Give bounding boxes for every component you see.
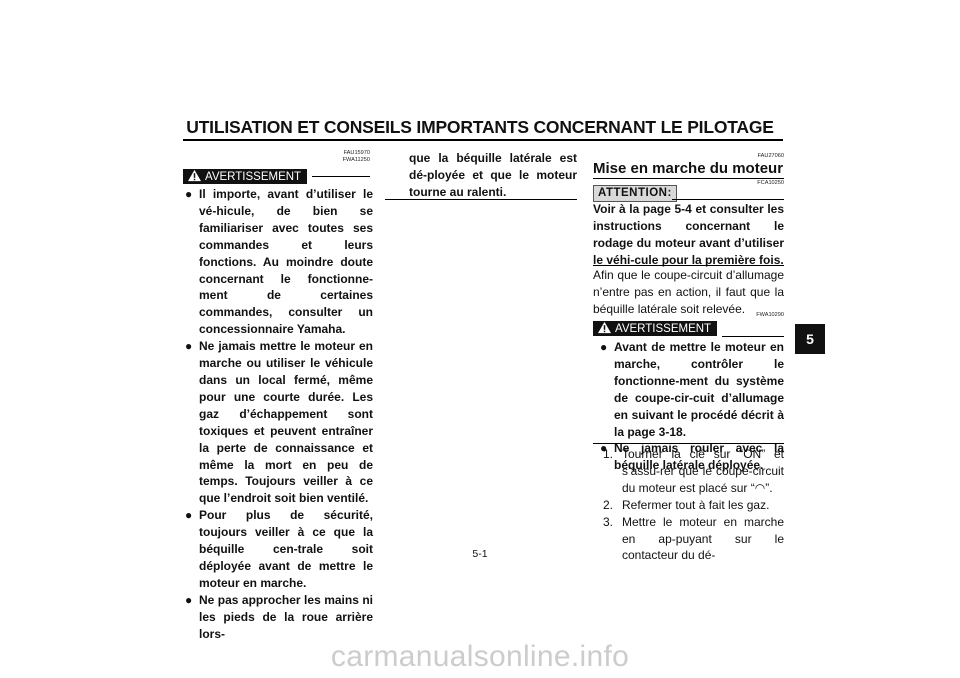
- warning-bullet: ●Ne jamais mettre le moteur en marche ou…: [185, 339, 373, 506]
- warning-bullet: ●Pour plus de sécurité, toujours veiller…: [185, 508, 373, 590]
- warning-2-end-rule: [593, 443, 784, 444]
- bullet-icon: ●: [600, 340, 608, 354]
- reference-code: FAU15970 FWA11250: [300, 150, 370, 164]
- column-1-warning-list: ●Il importe, avant d’utiliser le vé-hicu…: [183, 186, 373, 642]
- attention-rule: [672, 199, 784, 200]
- side-stand-paragraph: Afin que le coupe-circuit d’allumage n’e…: [593, 268, 784, 316]
- warning-triangle-icon: [598, 321, 611, 334]
- warning-bullet: ●Ne pas approcher les mains ni les pieds…: [185, 592, 373, 641]
- warning-bullet: ●Avant de mettre le moteur en marche, co…: [600, 340, 784, 439]
- column-2-continuation: que la béquille latérale est dé-ployée e…: [409, 151, 577, 199]
- bullet-icon: ●: [600, 441, 608, 456]
- step-number: 3.: [603, 514, 614, 529]
- warning-rule: [312, 176, 370, 177]
- title-rule: [183, 139, 783, 141]
- step-item: 1.Tourner la clé sur “ON” et s’assu-rer …: [603, 447, 784, 495]
- step-item: 3.Mettre le moteur en marche en ap-puyan…: [603, 514, 784, 563]
- bullet-icon: ●: [185, 187, 193, 201]
- warning-badge-2: AVERTISSEMENT: [593, 321, 718, 336]
- warning-label: AVERTISSEMENT: [615, 323, 712, 335]
- start-steps-list: 1.Tourner la clé sur “ON” et s’assu-rer …: [603, 446, 784, 564]
- page-number: 5-1: [472, 548, 488, 560]
- engine-stop-run-icon: ◠: [754, 480, 766, 495]
- page-title: UTILISATION ET CONSEILS IMPORTANTS CONCE…: [186, 117, 774, 137]
- warning-label: AVERTISSEMENT: [205, 171, 302, 183]
- heading-rule: [593, 178, 784, 179]
- bullet-icon: ●: [185, 339, 193, 354]
- warning-rule-2: [722, 336, 784, 337]
- bullet-icon: ●: [185, 508, 193, 523]
- attention-badge: ATTENTION:: [593, 185, 677, 202]
- step-number: 1.: [603, 447, 614, 461]
- column-3-warning-list: ●Avant de mettre le moteur en marche, co…: [598, 339, 784, 474]
- bullet-icon: ●: [185, 592, 193, 607]
- chapter-tab: 5: [795, 324, 825, 354]
- warning-end-rule: [385, 199, 577, 200]
- warning-badge: AVERTISSEMENT: [183, 169, 308, 184]
- warning-bullet: ●Il importe, avant d’utiliser le vé-hicu…: [185, 187, 373, 337]
- code-fca10250: FCA10250: [757, 180, 784, 186]
- warning-bullet: ●Ne jamais rouler avec la béquille latér…: [600, 441, 784, 473]
- step-number: 2.: [603, 497, 614, 512]
- step-item: 2.Refermer tout à fait les gaz.: [603, 497, 770, 512]
- code-fau15970: FAU15970: [343, 150, 370, 156]
- attention-end-rule: [593, 265, 784, 266]
- warning-triangle-icon: [188, 169, 201, 182]
- code-fwa10290: FWA10290: [756, 312, 784, 318]
- section-heading: Mise en marche du moteur: [593, 160, 784, 177]
- attention-text: Voir à la page 5-4 et consulter les inst…: [593, 202, 784, 267]
- code-fwa11250: FWA11250: [342, 157, 370, 163]
- code-fau27060: FAU27060: [757, 153, 784, 159]
- watermark: carmanualsonline.info: [330, 640, 630, 673]
